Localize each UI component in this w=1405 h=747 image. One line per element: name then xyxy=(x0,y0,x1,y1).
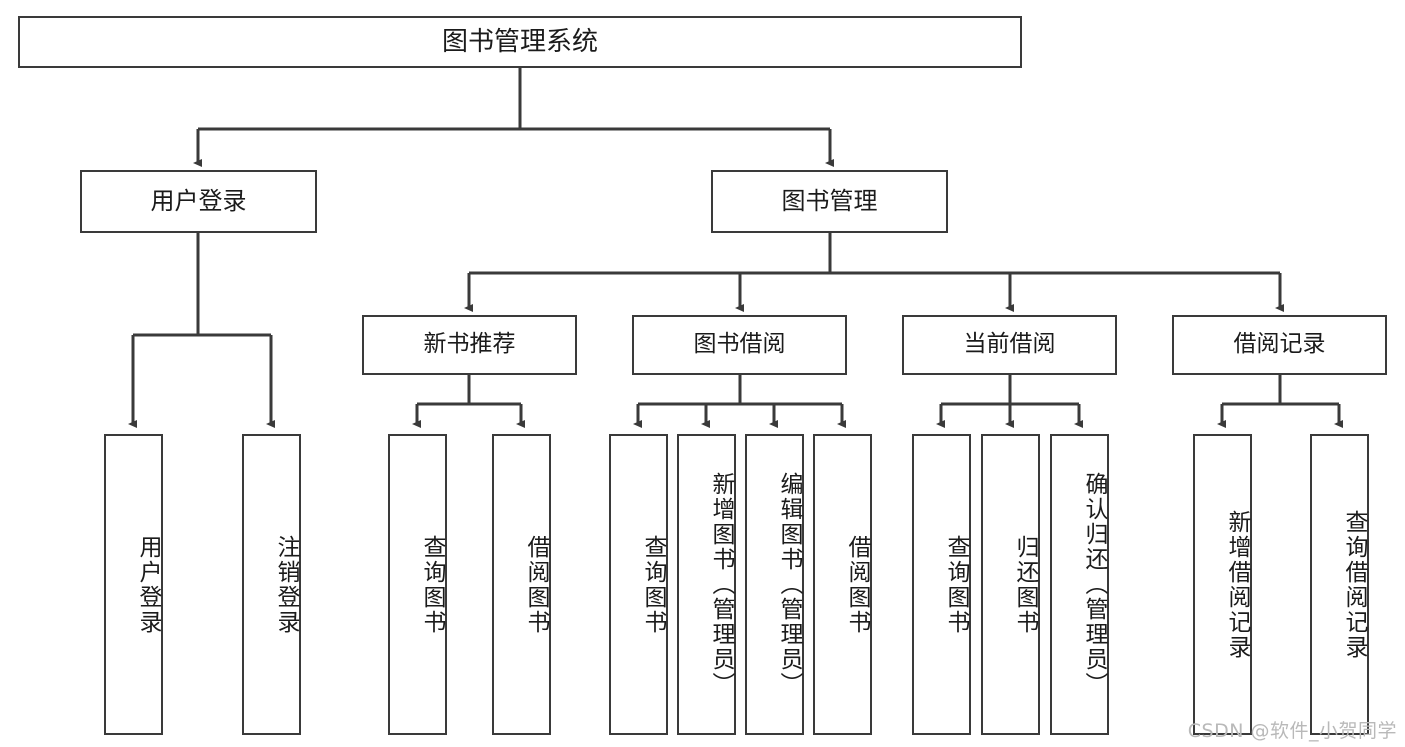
leaf-edit-book-admin[interactable]: 编辑图书（管理员） xyxy=(745,434,804,735)
node-borrow-record[interactable]: 借阅记录 xyxy=(1172,315,1387,375)
leaf-add-borrow-record[interactable]: 新增借阅记录 xyxy=(1193,434,1252,735)
leaf-label: 查询图书 xyxy=(419,534,445,635)
leaf-confirm-return-admin[interactable]: 确认归还（管理员） xyxy=(1050,434,1109,735)
leaf-label: 借阅图书 xyxy=(523,534,549,635)
node-label: 新书推荐 xyxy=(423,331,516,358)
node-label: 图书管理 xyxy=(781,187,878,216)
node-label: 借阅记录 xyxy=(1233,331,1326,358)
leaf-query-book-recommend[interactable]: 查询图书 xyxy=(388,434,447,735)
watermark-text: CSDN @软件_小贺同学 xyxy=(1187,720,1397,742)
leaf-label: 借阅图书 xyxy=(844,534,870,635)
leaf-label: 新增借阅记录 xyxy=(1224,509,1250,660)
node-label: 图书管理系统 xyxy=(441,26,598,57)
leaf-logout-login[interactable]: 注销登录 xyxy=(242,434,301,735)
leaf-label: 归还图书 xyxy=(1012,534,1038,635)
node-label: 图书借阅 xyxy=(693,331,786,358)
leaf-label: 查询借阅记录 xyxy=(1341,509,1367,660)
leaf-label: 查询图书 xyxy=(640,534,666,635)
leaf-borrow-book-recommend[interactable]: 借阅图书 xyxy=(492,434,551,735)
leaf-add-book-admin[interactable]: 新增图书（管理员） xyxy=(677,434,736,735)
node-book-borrow[interactable]: 图书借阅 xyxy=(632,315,847,375)
node-current-borrow[interactable]: 当前借阅 xyxy=(902,315,1117,375)
node-book-management[interactable]: 图书管理 xyxy=(711,170,948,233)
leaf-query-borrow-record[interactable]: 查询借阅记录 xyxy=(1310,434,1369,735)
leaf-label: 查询图书 xyxy=(943,534,969,635)
node-new-book-recommend[interactable]: 新书推荐 xyxy=(362,315,577,375)
leaf-query-book-current[interactable]: 查询图书 xyxy=(912,434,971,735)
leaf-label: 新增图书（管理员） xyxy=(708,472,734,697)
leaf-user-login[interactable]: 用户登录 xyxy=(104,434,163,735)
leaf-label: 确认归还（管理员） xyxy=(1081,472,1107,697)
node-label: 当前借阅 xyxy=(963,331,1056,358)
leaf-borrow-book[interactable]: 借阅图书 xyxy=(813,434,872,735)
leaf-label: 编辑图书（管理员） xyxy=(776,472,802,697)
node-user-login[interactable]: 用户登录 xyxy=(80,170,317,233)
leaf-query-book-borrow[interactable]: 查询图书 xyxy=(609,434,668,735)
leaf-label: 注销登录 xyxy=(273,534,299,635)
node-root-system[interactable]: 图书管理系统 xyxy=(18,16,1022,68)
node-label: 用户登录 xyxy=(150,187,247,216)
leaf-label: 用户登录 xyxy=(135,534,161,635)
leaf-return-book[interactable]: 归还图书 xyxy=(981,434,1040,735)
